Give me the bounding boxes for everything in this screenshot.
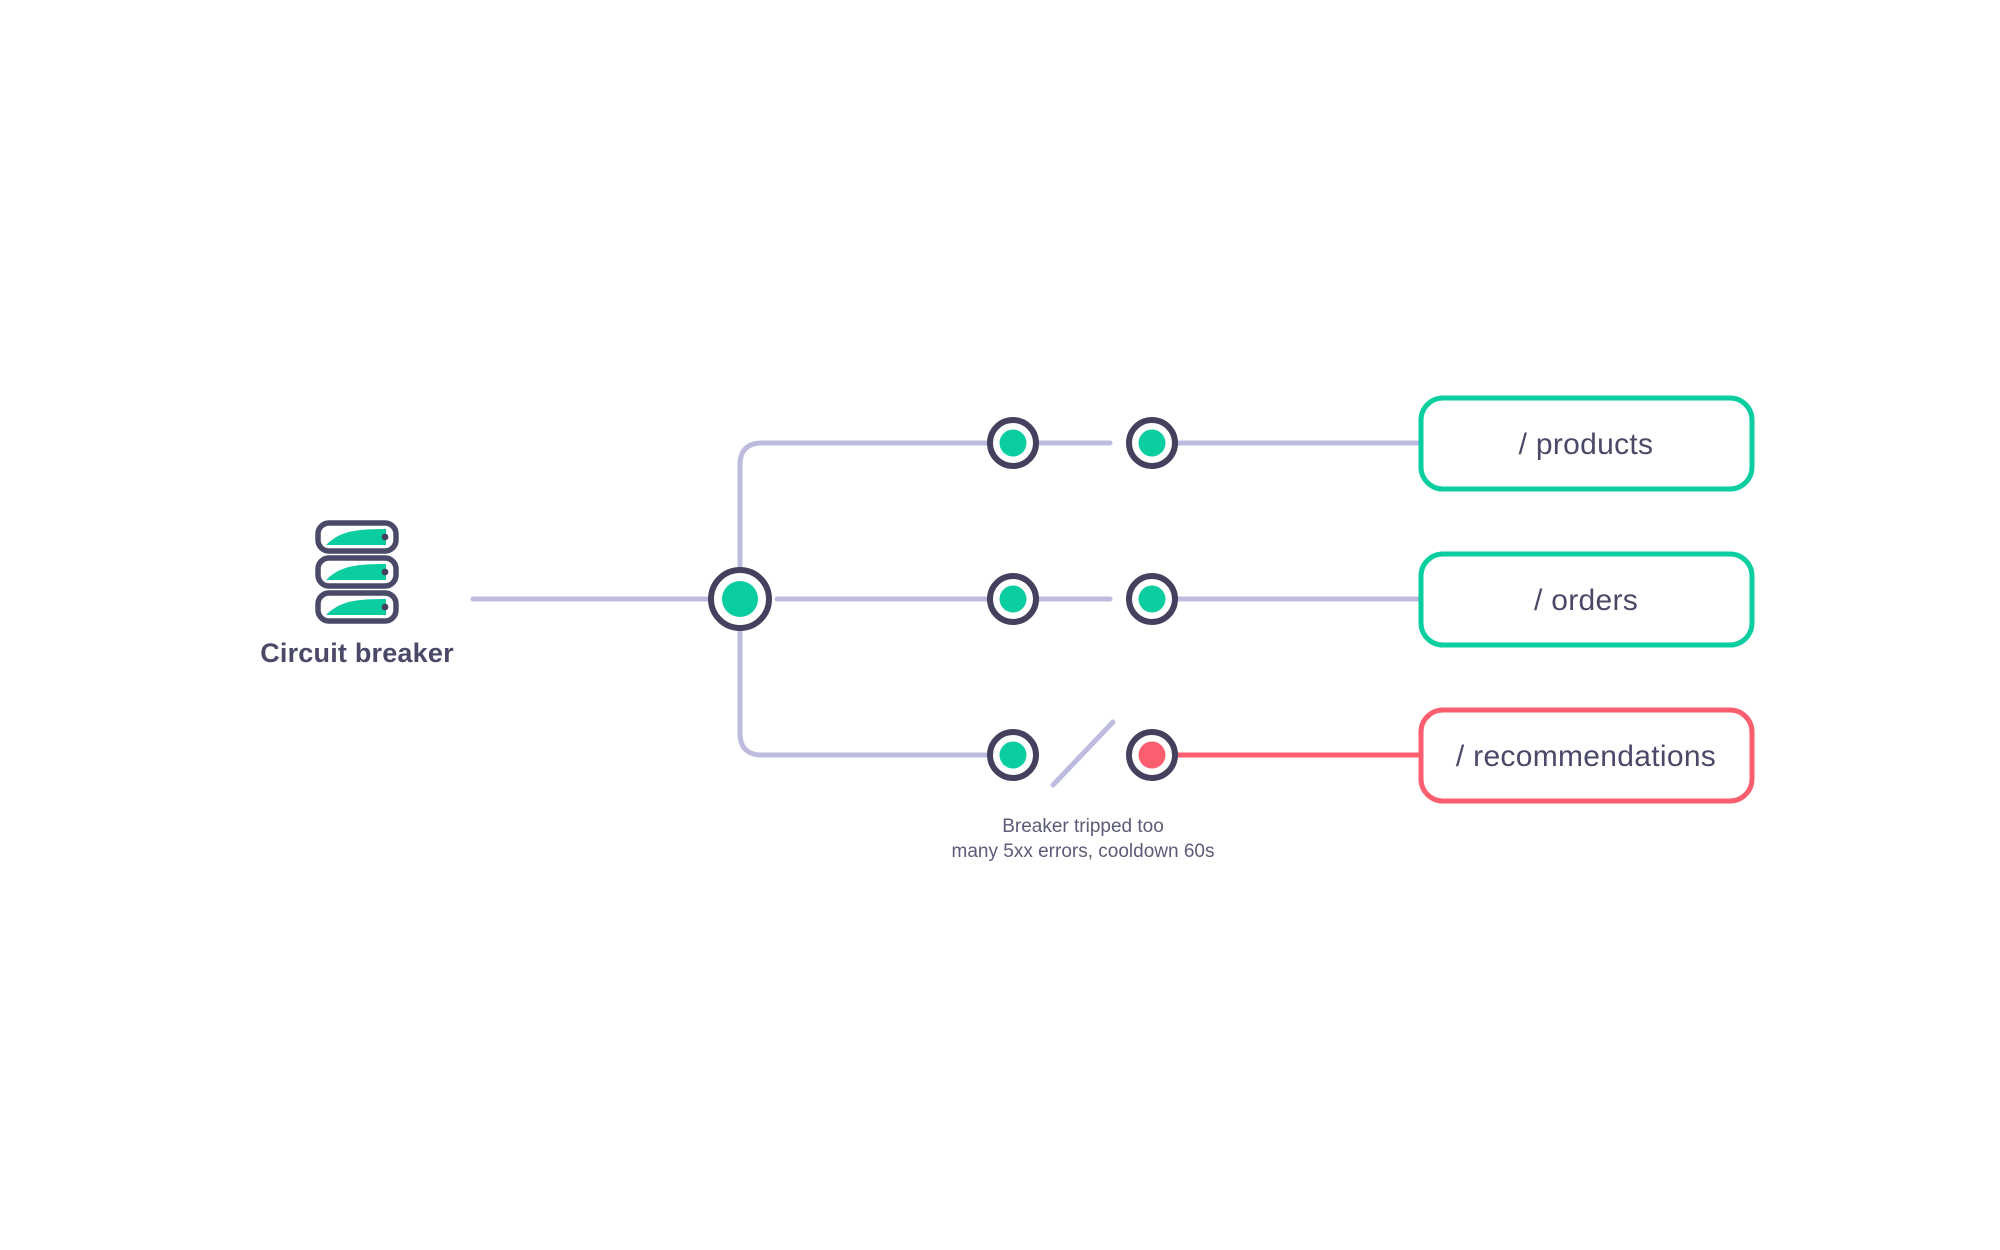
endpoint-recommendations[interactable]: / recommendations <box>1418 707 1755 804</box>
edge-junction-to-products <box>737 440 998 579</box>
recommendations-hop-b-node[interactable] <box>1126 729 1178 781</box>
endpoint-orders[interactable]: / orders <box>1418 551 1755 648</box>
source-label: Circuit breaker <box>260 638 454 668</box>
products-hop-b-node[interactable] <box>1126 417 1178 469</box>
breaker-tripped-caption: Breaker tripped too many 5xx errors, coo… <box>952 816 1215 862</box>
orders-hop-b-node[interactable] <box>1126 573 1178 625</box>
endpoint-products[interactable]: / products <box>1418 395 1755 492</box>
breaker-junction-node[interactable] <box>708 567 772 631</box>
endpoint-products-label: / products <box>1519 428 1654 461</box>
products-hop-a-node[interactable] <box>987 417 1039 469</box>
recommendations-hop-a-node[interactable] <box>987 729 1039 781</box>
caption-line-2: many 5xx errors, cooldown 60s <box>952 841 1215 862</box>
endpoint-recommendations-label: / recommendations <box>1456 740 1716 773</box>
server-stack-icon <box>315 520 399 624</box>
broken-link-slash-icon <box>1050 719 1116 788</box>
endpoint-orders-label: / orders <box>1534 584 1638 617</box>
edge-junction-to-recommendations <box>737 619 998 758</box>
caption-line-1: Breaker tripped too <box>1002 816 1164 837</box>
orders-hop-a-node[interactable] <box>987 573 1039 625</box>
